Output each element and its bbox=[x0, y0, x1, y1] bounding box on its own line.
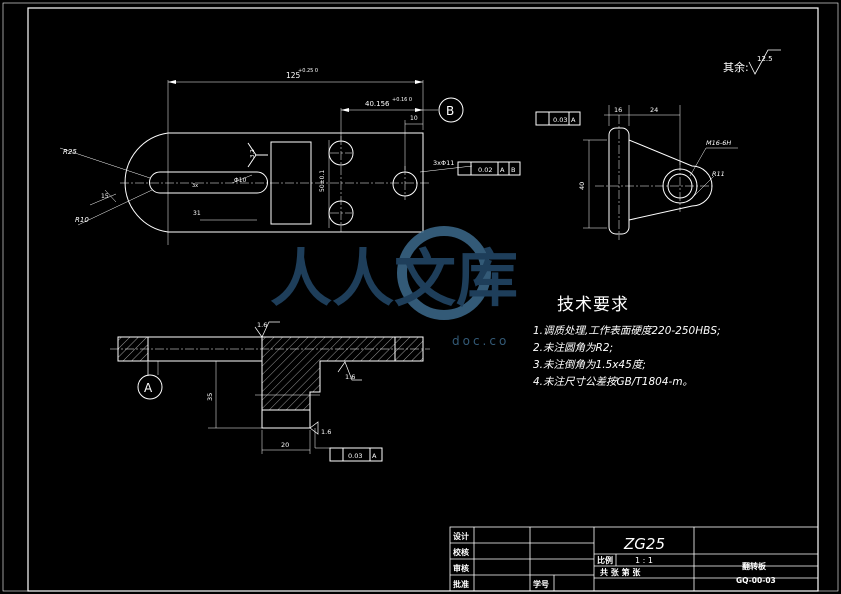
side-r11: R11 bbox=[712, 170, 725, 178]
tech-requirements: 技术要求 1.调质处理,工作表面硬度220-250HBS; 2.未注圆角为R2;… bbox=[533, 290, 763, 391]
dim-slot-w: 3x bbox=[192, 183, 198, 189]
tb-part-no: GQ-00-03 bbox=[736, 576, 776, 585]
dim-35: 35 bbox=[206, 393, 214, 401]
bottom-tol-datum: A bbox=[372, 452, 377, 460]
dim-slot-pos: 31 bbox=[193, 210, 201, 217]
tb-ratio-label: 比例 bbox=[597, 555, 613, 565]
tb-sheets: 共 张 第 张 bbox=[600, 567, 641, 577]
rough-32: 3.2 bbox=[250, 149, 256, 158]
flat-tol-datum: A bbox=[571, 116, 576, 124]
side-thread: M16-6H bbox=[706, 139, 731, 147]
tech-title: 技术要求 bbox=[557, 295, 629, 315]
datum-b-label: B bbox=[446, 104, 454, 118]
watermark-logo: 人人文库 doc.co bbox=[270, 226, 518, 348]
watermark-sub: doc.co bbox=[452, 334, 509, 348]
tech-item-3: 3.未注倒角为1.5x45度; bbox=[533, 359, 646, 371]
tb-ratio: 1 : 1 bbox=[635, 556, 653, 565]
tech-item-1: 1.调质处理,工作表面硬度220-250HBS; bbox=[533, 325, 721, 337]
roughness-note: 其余: bbox=[723, 60, 749, 74]
flat-tol-value: 0.03 bbox=[553, 116, 567, 124]
dim-15: 15 bbox=[101, 193, 109, 200]
tb-seq: 学号 bbox=[533, 579, 549, 589]
inner-frame bbox=[27, 7, 819, 592]
side-dim-16: 16 bbox=[614, 106, 622, 114]
rough-16-bottom: 1.6 bbox=[321, 428, 331, 436]
side-dim-40: 40 bbox=[578, 182, 586, 190]
tech-item-2: 2.未注圆角为R2; bbox=[533, 342, 614, 354]
dim-r25: R25 bbox=[63, 148, 77, 156]
dim-hole-offset-tol: +0.16 0 bbox=[392, 97, 412, 103]
rough-16-mid: 1.6 bbox=[345, 373, 355, 381]
tb-review: 审核 bbox=[453, 563, 469, 573]
dim-holes: 3xΦ11 bbox=[433, 159, 454, 167]
dim-height: 50±0.1 bbox=[319, 170, 326, 192]
tb-design: 设计 bbox=[453, 531, 469, 541]
tb-approve: 批准 bbox=[453, 579, 469, 589]
tol1-datum-a: A bbox=[500, 166, 505, 174]
tol1-datum-b: B bbox=[511, 166, 515, 174]
tb-check: 校核 bbox=[453, 547, 469, 557]
tb-part-name: 翻转板 bbox=[742, 561, 767, 571]
dim-slot-dia: Φ10 bbox=[234, 177, 247, 184]
dim-hole-offset: 40.156 bbox=[365, 100, 390, 108]
roughness-symbol bbox=[748, 49, 781, 75]
tol1-value: 0.02 bbox=[478, 166, 492, 174]
dim-overall-tol: +0.25 0 bbox=[298, 68, 318, 74]
roughness-value: 12.5 bbox=[757, 55, 773, 63]
bottom-tol-value: 0.03 bbox=[348, 452, 362, 460]
dim-20: 20 bbox=[281, 441, 289, 449]
tech-item-4: 4.未注尺寸公差按GB/T1804-m。 bbox=[533, 376, 694, 388]
watermark-brand: 人人文库 bbox=[270, 242, 518, 315]
section-view bbox=[110, 321, 430, 462]
datum-a-label: A bbox=[144, 381, 153, 395]
dim-overall-length: 125 bbox=[286, 71, 301, 80]
rough-16-top: 1.6 bbox=[257, 321, 267, 329]
title-block bbox=[449, 526, 819, 592]
side-view bbox=[535, 105, 738, 240]
dim-r10: R10 bbox=[75, 216, 89, 224]
side-dim-24: 24 bbox=[650, 106, 658, 114]
top-view bbox=[59, 80, 521, 245]
dim-w10: 10 bbox=[410, 115, 418, 122]
tb-material: ZG25 bbox=[623, 535, 665, 553]
